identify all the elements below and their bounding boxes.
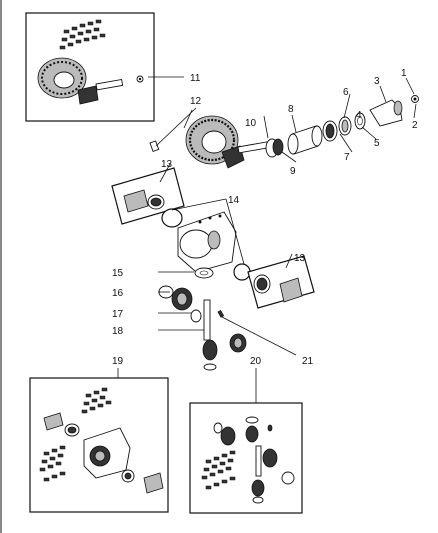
bearing-cups-7-icon	[322, 116, 352, 142]
lock-pin-21-icon	[217, 309, 225, 318]
callout-2: 2	[412, 120, 418, 131]
callout-18: 18	[112, 326, 124, 337]
pinion-shaft-18-icon	[203, 299, 211, 341]
callout-5: 5	[374, 138, 380, 149]
pinion-seal-5-icon	[354, 112, 366, 130]
differential-case-kit-box	[29, 377, 169, 513]
callout-20: 20	[250, 356, 262, 367]
callout-10: 10	[245, 118, 257, 129]
ring-gear-assembly-icon	[185, 115, 245, 169]
callout-13-upper: 13	[161, 159, 173, 170]
callout-7: 7	[344, 152, 350, 163]
bearing-kit-box-lower	[247, 255, 315, 309]
ring-pinion-kit-box	[25, 12, 155, 122]
callout-9: 9	[290, 166, 296, 177]
pinion-nut-washer-icon	[411, 95, 419, 103]
bearing-cups-19b-icon	[121, 469, 164, 494]
callout-3: 3	[374, 76, 380, 87]
kit-bolts-group	[59, 19, 106, 50]
differential-gear-kit-box	[189, 402, 303, 514]
pinion-gear-icon	[77, 75, 144, 105]
pinion-yoke-3-icon	[369, 99, 403, 127]
callout-1: 1	[401, 68, 407, 79]
callout-12: 12	[190, 96, 202, 107]
callout-14: 14	[228, 195, 240, 206]
callout-16: 16	[112, 288, 124, 299]
callout-15: 15	[112, 268, 124, 279]
callout-labels: 11 12 13 14 13 15 16 17 18 21 19 20 10 8…	[112, 68, 418, 367]
callout-11: 11	[190, 73, 201, 84]
bearing-cups-19-icon	[43, 412, 80, 437]
differential-case-icon	[177, 211, 237, 273]
callout-17: 17	[112, 309, 124, 320]
collapsible-spacer-8-icon	[287, 125, 323, 155]
side-gear-lower-icon	[202, 333, 247, 371]
callout-21: 21	[302, 356, 314, 367]
callout-19: 19	[112, 356, 124, 367]
thrust-washer-15-icon	[194, 267, 214, 279]
callout-6: 6	[343, 87, 349, 98]
callout-13-lower: 13	[294, 253, 306, 264]
shim-ring-icon	[161, 208, 183, 228]
callout-4: 4	[356, 110, 362, 121]
pinion-bearing-9-icon	[265, 138, 284, 158]
side-gear-16-icon	[158, 285, 193, 311]
bolt-12-icon	[149, 140, 160, 153]
gear-set-20-icon	[213, 416, 295, 504]
kit-bolts-20-group	[201, 450, 236, 490]
kit-bolts-19-group	[39, 387, 112, 482]
ring-gear-icon	[37, 57, 87, 99]
case-19-icon	[83, 427, 131, 479]
leader-lines	[117, 76, 417, 403]
bearing-kit-box-upper	[111, 167, 185, 225]
callout-8: 8	[288, 104, 294, 115]
pinion-gear-17-icon	[190, 309, 202, 323]
